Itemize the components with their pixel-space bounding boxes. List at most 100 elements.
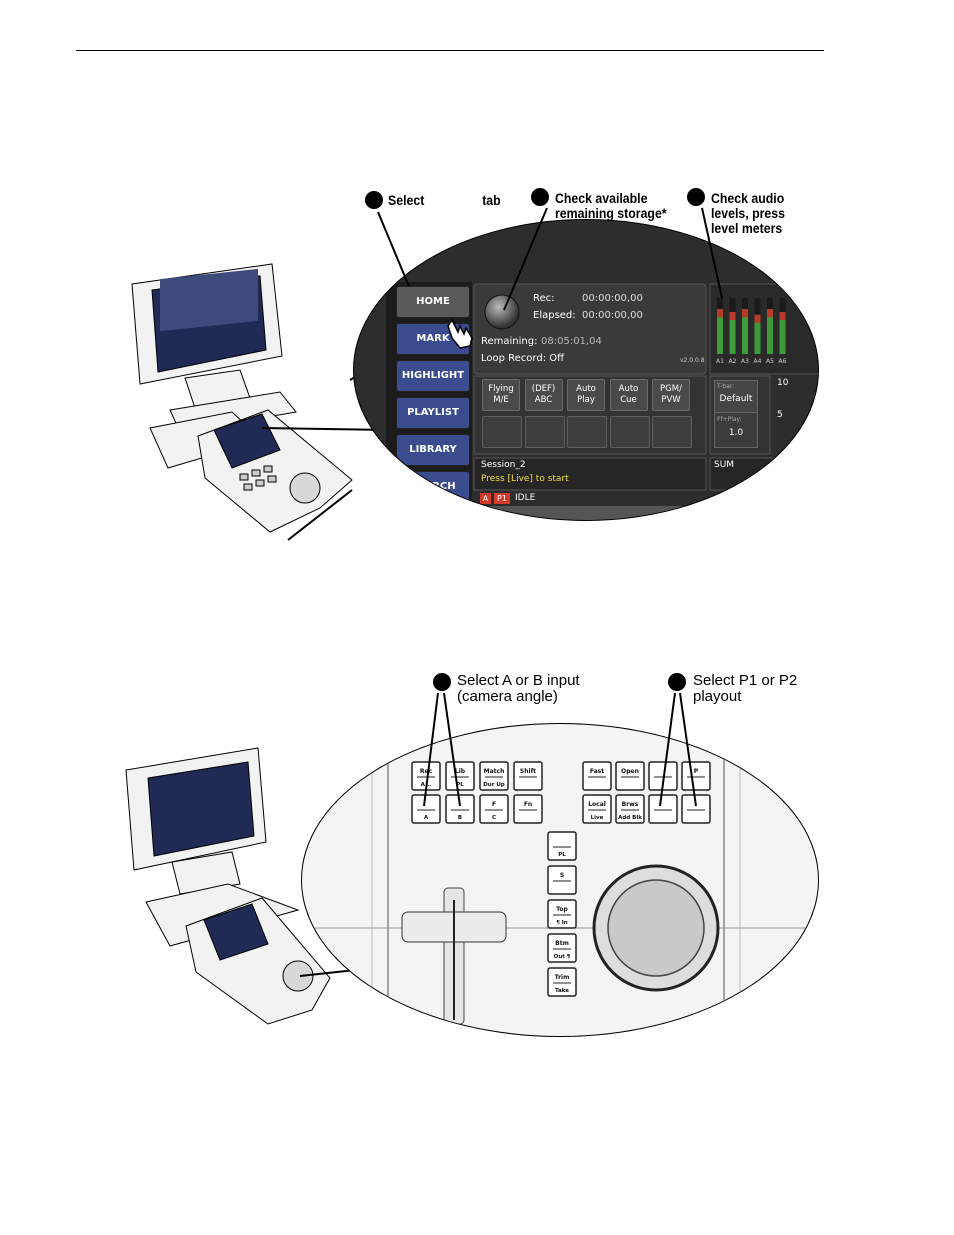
meter-peak-5	[779, 312, 786, 320]
remaining-value: 08:05:01,04	[541, 336, 602, 347]
svg-text:Open: Open	[621, 768, 639, 775]
screen-button-empty-1[interactable]	[524, 416, 565, 448]
svg-text:C: C	[492, 815, 496, 821]
loop-record-status: Loop Record: Off	[481, 353, 565, 364]
panel-key-column-1[interactable]: S	[547, 865, 577, 895]
tab-0[interactable]: HOME	[396, 286, 470, 318]
callout-marker-1	[365, 191, 383, 209]
svg-text:F: F	[492, 801, 496, 808]
elapsed-label: Elapsed:	[533, 310, 576, 321]
version-label: v2.0.0.8	[680, 357, 705, 364]
audio-level-meters	[717, 298, 786, 354]
meter-peak-4	[767, 309, 773, 318]
screen-button-empty-3[interactable]	[609, 416, 650, 448]
hand-pointer-icon	[446, 316, 476, 350]
meter-label-4: A5	[766, 358, 774, 365]
panel-key-row1-right-0[interactable]: Fast	[582, 761, 612, 791]
tab-2[interactable]: HIGHLIGHT	[396, 360, 470, 392]
svg-text:PL: PL	[456, 782, 464, 788]
svg-text:P: P	[694, 768, 699, 775]
elapsed-value: 00:00:00,00	[582, 310, 643, 321]
callout-marker-5	[668, 673, 686, 691]
screen-button-empty-0[interactable]	[482, 416, 522, 448]
panel-key-row1-right-1[interactable]: Open	[615, 761, 645, 791]
svg-text:Btm: Btm	[555, 940, 569, 947]
svg-text:Fast: Fast	[590, 768, 604, 775]
screen-button-empty-4[interactable]	[652, 416, 692, 448]
meter-label-3: A4	[753, 358, 762, 365]
screen-button-4[interactable]: PGM/PVW	[652, 379, 690, 411]
callout-tab-text: tab	[482, 192, 501, 208]
callout-select-playout: Select P1 or P2 playout	[693, 672, 798, 705]
remaining-label: Remaining:	[481, 336, 538, 347]
rec-value: 00:00:00,00	[582, 293, 643, 304]
panel-key-column-2[interactable]: Top¶ In	[547, 899, 577, 929]
meter-peak-3	[754, 314, 761, 323]
panel-key-row2-2[interactable]: FC	[479, 794, 509, 824]
tab-1[interactable]: MARK	[396, 323, 470, 355]
callout-select-tab: Select tab	[388, 193, 501, 208]
svg-text:Take: Take	[555, 988, 569, 994]
callout-marker-2	[531, 188, 549, 206]
svg-text:Local: Local	[588, 801, 606, 808]
meter-peak-1	[729, 312, 736, 320]
panel-key-row2-right-2[interactable]	[648, 794, 678, 824]
svg-text:Live: Live	[591, 815, 604, 821]
panel-key-row1-3[interactable]: Shift	[513, 761, 543, 791]
status-text: IDLE	[515, 493, 536, 503]
ffplay-button[interactable]: Ff+Play: 1.0	[714, 412, 758, 448]
screen-button-1[interactable]: (DEF)ABC	[524, 379, 563, 411]
svg-text:Fn: Fn	[524, 801, 532, 808]
right-readout-2: 5	[777, 410, 783, 420]
meter-label-1: A2	[728, 358, 737, 365]
svg-text:Lib: Lib	[455, 768, 466, 775]
svg-text:¶ In: ¶ In	[556, 920, 567, 926]
meter-peak-2	[742, 309, 748, 318]
meter-bar-1	[729, 312, 736, 354]
svg-text:Trim: Trim	[555, 974, 570, 981]
panel-key-row2-1[interactable]: B	[445, 794, 475, 824]
svg-text:Shift: Shift	[520, 768, 536, 775]
svg-text:Brws: Brws	[622, 801, 639, 808]
meter-bar-3	[754, 314, 761, 354]
callout-check-storage: Check available remaining storage*	[555, 190, 667, 221]
callout-select-text: Select	[388, 192, 425, 208]
svg-text:Rec: Rec	[420, 768, 433, 775]
meter-bar-4	[767, 309, 773, 354]
svg-text:A: A	[424, 815, 429, 821]
panel-key-row2-0[interactable]: A	[411, 794, 441, 824]
callout-select-input: Select A or B input (camera angle)	[457, 672, 580, 705]
meter-label-0: A1	[716, 358, 724, 365]
meter-bar-5	[779, 312, 786, 354]
tab-4[interactable]: LIBRARY	[396, 434, 470, 466]
panel-key-row2-right-3[interactable]	[681, 794, 711, 824]
svg-text:Dur Up: Dur Up	[483, 782, 505, 788]
panel-key-row1-right-3[interactable]: P	[681, 761, 711, 791]
svg-text:PL: PL	[558, 852, 566, 858]
svg-text:Match: Match	[484, 768, 505, 775]
meter-label-2: A3	[741, 358, 749, 365]
meter-peak-0	[717, 309, 723, 318]
callout-marker-4	[433, 673, 451, 691]
panel-key-row2-3[interactable]: Fn	[513, 794, 543, 824]
panel-key-column-0[interactable]: PL	[547, 831, 577, 861]
tab-3[interactable]: PLAYLIST	[396, 397, 470, 429]
screen-button-empty-2[interactable]	[567, 416, 607, 448]
header-rule	[76, 50, 824, 51]
svg-text:B: B	[458, 815, 462, 821]
callout-marker-3	[687, 188, 705, 206]
status-badge-p1: P1	[494, 493, 510, 504]
meter-bar-0	[717, 309, 723, 354]
